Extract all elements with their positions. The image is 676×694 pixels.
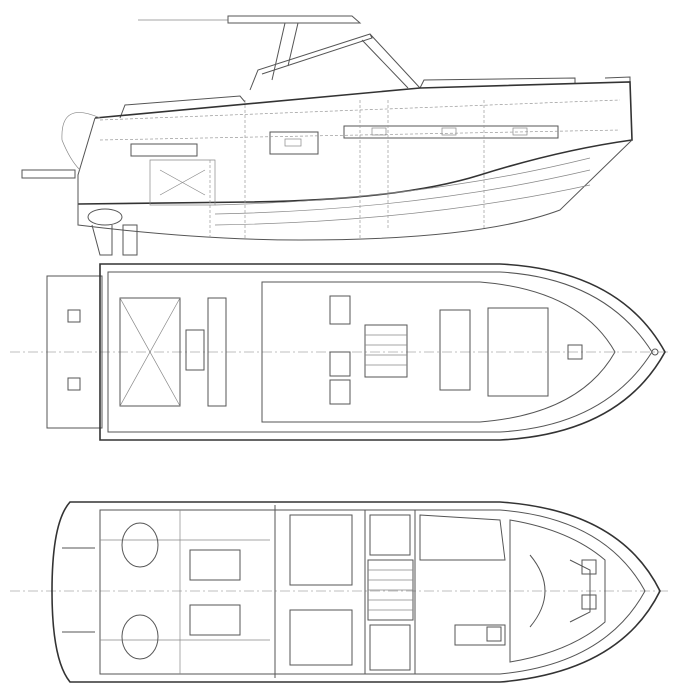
engine <box>189 604 241 636</box>
seat <box>581 559 597 575</box>
vent <box>67 309 81 323</box>
hull-window <box>269 131 319 155</box>
helm-seat <box>329 295 351 325</box>
vent <box>67 377 81 391</box>
head-toilet <box>369 514 411 556</box>
galley-settee <box>419 514 506 561</box>
outboard-leg <box>122 224 138 256</box>
hull-window-strip <box>343 125 559 139</box>
bulkheads <box>274 505 416 678</box>
hatch <box>567 344 583 360</box>
forward-berth <box>529 554 591 628</box>
hardtop <box>227 15 362 24</box>
double-berth <box>289 514 353 586</box>
foredeck-pad <box>487 307 549 397</box>
fuel-tank <box>121 614 159 660</box>
hull-outline <box>51 501 661 683</box>
stern-window <box>130 143 198 157</box>
hull-strakes <box>214 157 591 226</box>
step-lines <box>365 334 407 366</box>
window-pane <box>441 127 457 136</box>
window-pane <box>284 138 302 147</box>
interior-layout-view <box>10 501 670 683</box>
forward-bulkhead <box>509 519 606 663</box>
side-profile-view <box>21 15 633 256</box>
fuel-tank <box>121 522 159 568</box>
deck-plan-view <box>10 263 670 441</box>
hull-sheer-and-chine <box>77 81 633 205</box>
engine <box>189 549 241 581</box>
table <box>185 329 205 371</box>
window-pane <box>371 127 387 136</box>
bench <box>207 297 227 407</box>
stair-treads <box>368 569 413 611</box>
stern-rail <box>119 95 246 119</box>
companionway-steps <box>364 324 408 378</box>
engine-room <box>149 159 216 206</box>
settee <box>289 609 353 666</box>
swim-ladder <box>21 169 76 179</box>
bow-rail <box>419 76 631 89</box>
windshield <box>249 33 421 91</box>
helm-seat <box>329 379 351 405</box>
outboard-skeg <box>91 224 113 256</box>
window-pane <box>512 127 528 136</box>
hardtop-pillar <box>271 22 299 81</box>
hull-bottom <box>77 117 633 241</box>
sunpad-cross <box>119 297 181 407</box>
outboard-motor <box>87 208 123 226</box>
swim-platform <box>46 275 103 429</box>
sunpad <box>119 297 181 407</box>
deck-outline <box>99 263 666 441</box>
head-shower <box>369 624 411 671</box>
hidden-lines <box>99 99 621 240</box>
interior-outline <box>99 509 646 675</box>
galley-counter <box>454 624 506 646</box>
shaft <box>62 547 95 633</box>
helm-seat <box>329 351 351 377</box>
anchor-fitting <box>651 348 659 356</box>
cockpit-coaming <box>261 281 616 423</box>
engine-room-structure <box>100 510 270 674</box>
seat <box>581 594 597 610</box>
cooktop <box>486 626 502 642</box>
windshield-base <box>439 309 471 391</box>
stern-arc <box>61 112 101 171</box>
